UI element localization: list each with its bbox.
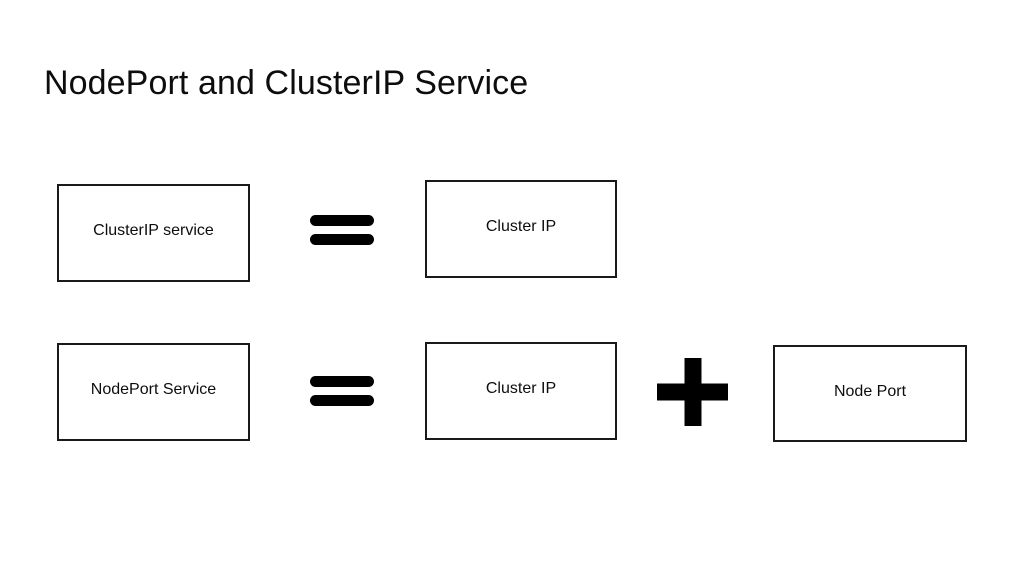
node-label: Node Port <box>833 382 907 400</box>
equals-operator-icon <box>310 376 374 406</box>
node-cluster-ip-row1: Cluster IP <box>425 180 617 278</box>
node-label: Cluster IP <box>485 218 557 235</box>
plus-operator-icon <box>657 358 728 426</box>
equals-bar-top <box>310 376 374 387</box>
equals-operator-icon <box>310 215 374 245</box>
equals-bar-bottom <box>310 395 374 406</box>
node-label: Cluster IP <box>485 380 557 397</box>
node-label: ClusterIP service <box>93 222 214 239</box>
equals-bar-top <box>310 215 374 226</box>
node-clusterip-service: ClusterIP service <box>57 184 250 282</box>
node-nodeport-service: NodePort Service <box>57 343 250 441</box>
page-title: NodePort and ClusterIP Service <box>44 64 529 102</box>
equals-bar-bottom <box>310 234 374 245</box>
node-cluster-ip-row2: Cluster IP <box>425 342 617 440</box>
node-node-port: Node Port <box>773 345 967 442</box>
plus-bar-vertical <box>684 358 701 426</box>
node-label: NodePort Service <box>90 381 217 398</box>
